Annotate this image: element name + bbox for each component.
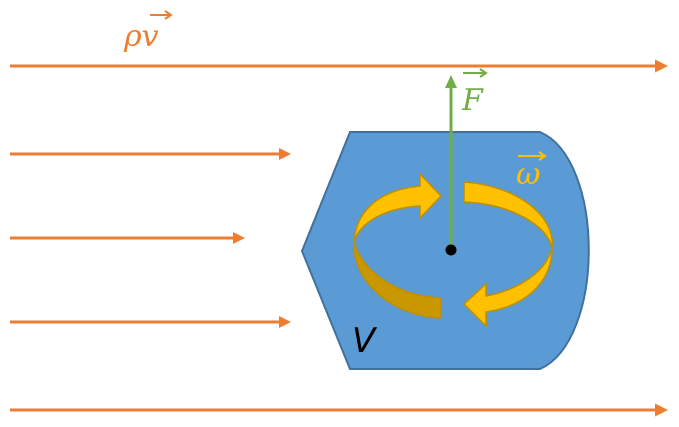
flow-streamlines	[10, 59, 668, 417]
rotation-arrow-upper-left	[353, 172, 443, 243]
force-label: F	[461, 68, 488, 118]
rotation-ribbon-back-left	[353, 241, 442, 319]
rotation-arrows	[353, 172, 553, 328]
flow-label-text: ρv	[123, 19, 159, 54]
flow-arrowhead-bottom	[655, 403, 668, 417]
rotation-vector-arrow-icon	[518, 151, 547, 161]
force-label-text: F	[461, 83, 484, 118]
flow-arrowhead-upper	[279, 148, 291, 160]
rotation-label-text: ω	[516, 157, 540, 192]
volume-label: V	[352, 321, 378, 361]
force-vector-arrowhead	[445, 75, 457, 88]
flow-vector-arrow-icon	[150, 10, 173, 20]
flow-arrowhead-middle	[233, 232, 245, 244]
pivot-point	[445, 244, 457, 256]
control-volume-body	[300, 131, 590, 370]
flow-label: ρv	[123, 10, 173, 54]
rotation-ribbon-front-right	[463, 181, 553, 249]
rotation-label: ω	[516, 151, 547, 192]
force-vector-arrow-icon	[463, 68, 488, 78]
flow-arrowhead-lower	[279, 316, 291, 328]
rotation-arrow-lower-right	[462, 247, 553, 328]
force-vector	[445, 75, 457, 250]
flow-arrowhead-top	[655, 59, 668, 73]
